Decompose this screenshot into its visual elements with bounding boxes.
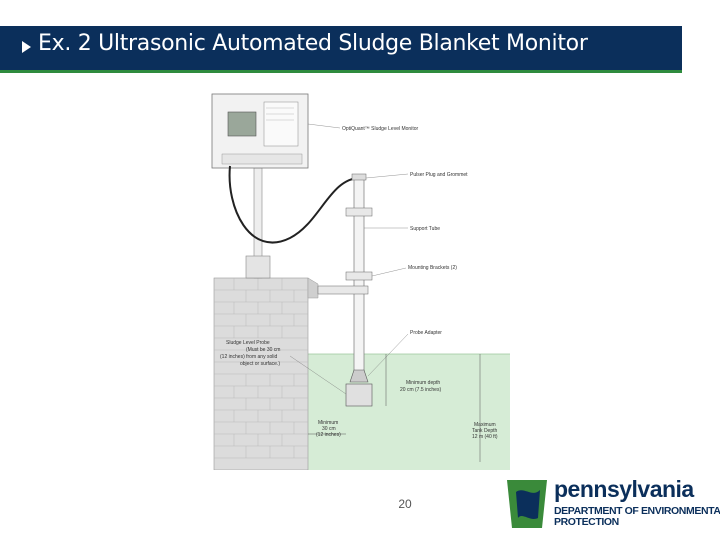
label-probe-line2: (Must be 30 cm xyxy=(246,347,280,353)
label-min-depth-line2: 20 cm (7.5 inches) xyxy=(400,387,441,393)
concrete-wall xyxy=(213,277,319,470)
monitor-stand-base xyxy=(245,255,271,279)
title-bullet-arrow-icon xyxy=(22,41,31,53)
sensor-cable xyxy=(228,165,361,244)
sludge-level-probe xyxy=(345,383,373,407)
monitor-unit xyxy=(211,93,309,169)
label-support-tube: Support Tube xyxy=(410,226,440,232)
probe-adapter xyxy=(349,369,369,383)
label-max-depth-line2: Tank Depth xyxy=(472,428,498,434)
label-min-depth-line1: Minimum depth xyxy=(406,380,440,386)
logo-protection: PROTECTION xyxy=(554,516,619,528)
label-probe-line1: Sludge Level Probe xyxy=(226,340,270,346)
page-number: 20 xyxy=(398,497,412,511)
bracket-arm xyxy=(317,285,369,295)
label-max-depth-line1: Maximum xyxy=(474,422,496,428)
mounting-bracket-lower xyxy=(345,271,373,281)
label-minimum-line1: Minimum xyxy=(318,420,338,426)
label-pulser: Pulser Plug and Grommet xyxy=(410,172,468,178)
label-max-depth-line3: 12 m (40 ft) xyxy=(472,434,498,440)
leader-lines xyxy=(289,123,409,395)
label-minimum-line3: (12 inches) xyxy=(316,432,341,438)
logo-name: pennsylvania xyxy=(554,476,694,502)
sludge-monitor-diagram: OptiQuant™ Sludge Level Monitor Pulser P… xyxy=(211,93,510,470)
label-mounting-brackets: Mounting Brackets (2) xyxy=(408,265,457,271)
pulser-plug xyxy=(351,173,367,181)
logo-department: DEPARTMENT OF ENVIRONMENTAL xyxy=(554,505,720,517)
dimension-lines xyxy=(308,354,481,462)
label-minimum-line2: 30 cm xyxy=(322,426,336,432)
label-probe-line4: object or surface.) xyxy=(240,361,280,367)
label-probe-line3: (12 inches) from any solid xyxy=(220,354,277,360)
pa-dep-logo: pennsylvania DEPARTMENT OF ENVIRONMENTAL… xyxy=(502,476,720,530)
slide-title-bar: Ex. 2 Ultrasonic Automated Sludge Blanke… xyxy=(0,26,682,73)
slide-title: Ex. 2 Ultrasonic Automated Sludge Blanke… xyxy=(38,31,588,56)
label-probe-adapter: Probe Adapter xyxy=(410,330,442,336)
keystone-icon xyxy=(507,480,547,528)
mounting-bracket-upper xyxy=(345,207,373,217)
water-area xyxy=(308,354,510,470)
label-monitor: OptiQuant™ Sludge Level Monitor xyxy=(342,126,418,132)
